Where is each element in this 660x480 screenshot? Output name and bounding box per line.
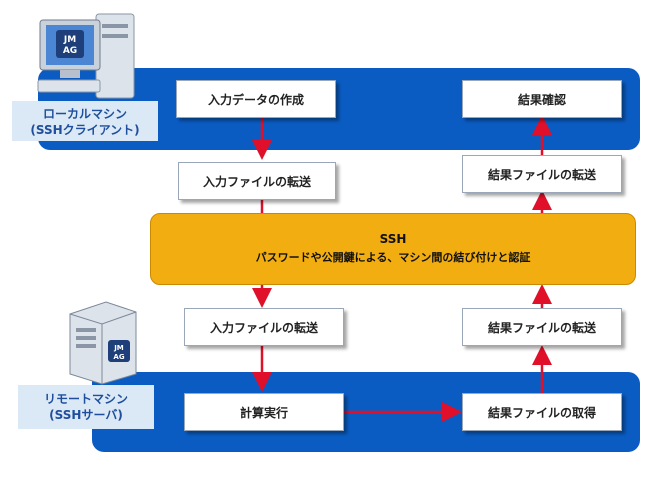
ssh-subtitle: パスワードや公開鍵による、マシン間の結び付けと認証 <box>255 251 531 264</box>
step-result-transfer-local: 結果ファイルの転送 <box>462 155 622 193</box>
desktop-computer-icon: JM AG <box>36 10 136 110</box>
step-result-check: 結果確認 <box>462 80 622 118</box>
ssh-box: SSH パスワードや公開鍵による、マシン間の結び付けと認証 <box>150 213 636 285</box>
step-calc: 計算実行 <box>184 393 344 431</box>
step-input-transfer-local: 入力ファイルの転送 <box>178 162 336 200</box>
remote-machine-label: リモートマシン (SSHサーバ) <box>18 385 154 429</box>
step-input-transfer-remote: 入力ファイルの転送 <box>184 308 344 346</box>
svg-text:JM: JM <box>113 344 124 352</box>
local-label-line2: (SSHクライアント) <box>30 123 140 137</box>
local-machine-label: ローカルマシン (SSHクライアント) <box>12 101 158 141</box>
step-result-transfer-remote: 結果ファイルの転送 <box>462 308 622 346</box>
local-label-line1: ローカルマシン <box>42 107 127 121</box>
server-tower-icon: JM AG <box>62 300 142 390</box>
step-input-create: 入力データの作成 <box>176 80 336 118</box>
ssh-title: SSH <box>379 232 407 246</box>
svg-text:JM: JM <box>63 35 76 45</box>
svg-text:AG: AG <box>113 353 124 361</box>
step-result-get: 結果ファイルの取得 <box>462 393 622 431</box>
remote-label-line2: (SSHサーバ) <box>49 408 123 422</box>
svg-text:AG: AG <box>63 46 77 56</box>
remote-label-line1: リモートマシン <box>43 392 128 406</box>
